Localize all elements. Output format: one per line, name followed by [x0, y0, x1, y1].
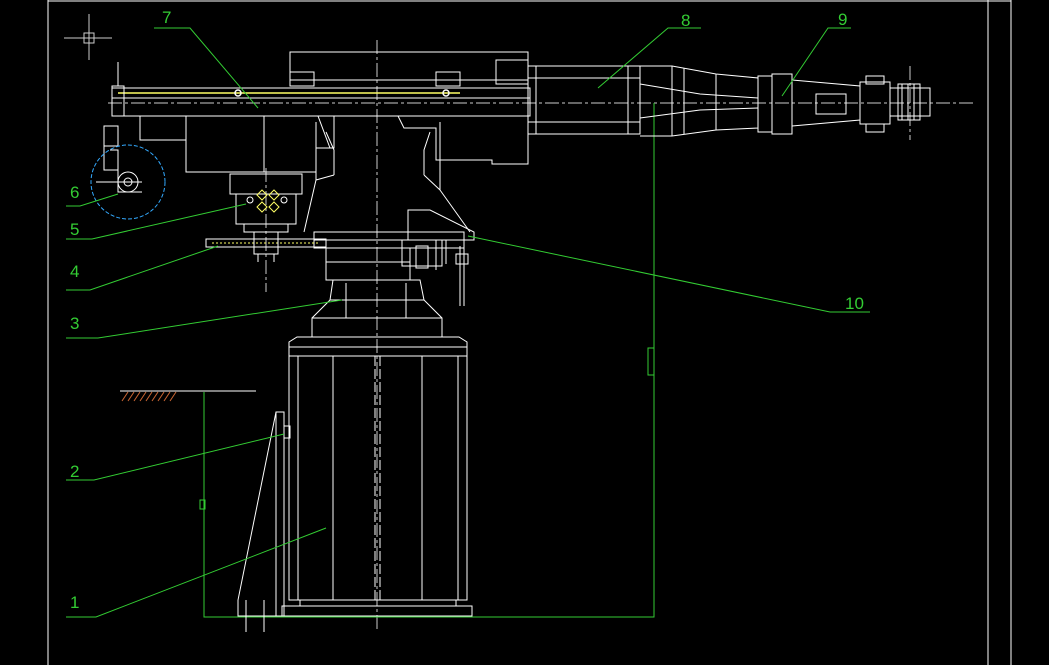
callout-7: 7 [162, 8, 171, 27]
callout-4: 4 [70, 262, 79, 281]
callout-9: 9 [838, 10, 847, 29]
main-arm-beam [111, 51, 531, 173]
callout-6: 6 [70, 183, 79, 202]
hydraulic-valve [401, 209, 475, 306]
callout-1: 1 [70, 593, 79, 612]
callout-5: 5 [70, 220, 79, 239]
slewing-gear [205, 231, 327, 262]
telescopic-arm [527, 65, 759, 137]
support-bracket [237, 411, 291, 632]
centerlines [108, 40, 975, 630]
left-end-mechanism [96, 62, 142, 193]
cursor-crosshair-icon [64, 14, 112, 60]
callout-labels: 1 2 3 4 5 6 7 8 9 10 [70, 8, 864, 612]
callout-10: 10 [845, 294, 864, 313]
dimension-lines [199, 103, 655, 618]
wrist-gripper [757, 73, 931, 135]
callout-3: 3 [70, 314, 79, 333]
leader-lines [66, 27, 870, 618]
callout-8: 8 [681, 11, 690, 30]
column-body [281, 336, 473, 617]
ground-level [120, 390, 256, 402]
callout-2: 2 [70, 462, 79, 481]
rotation-circle [90, 144, 166, 220]
pedestal-cone [311, 231, 465, 337]
arm-rod [118, 89, 460, 97]
drawing-frame [47, 0, 1012, 665]
rotating-housing [303, 122, 471, 233]
motor-bearing-block [229, 173, 303, 233]
